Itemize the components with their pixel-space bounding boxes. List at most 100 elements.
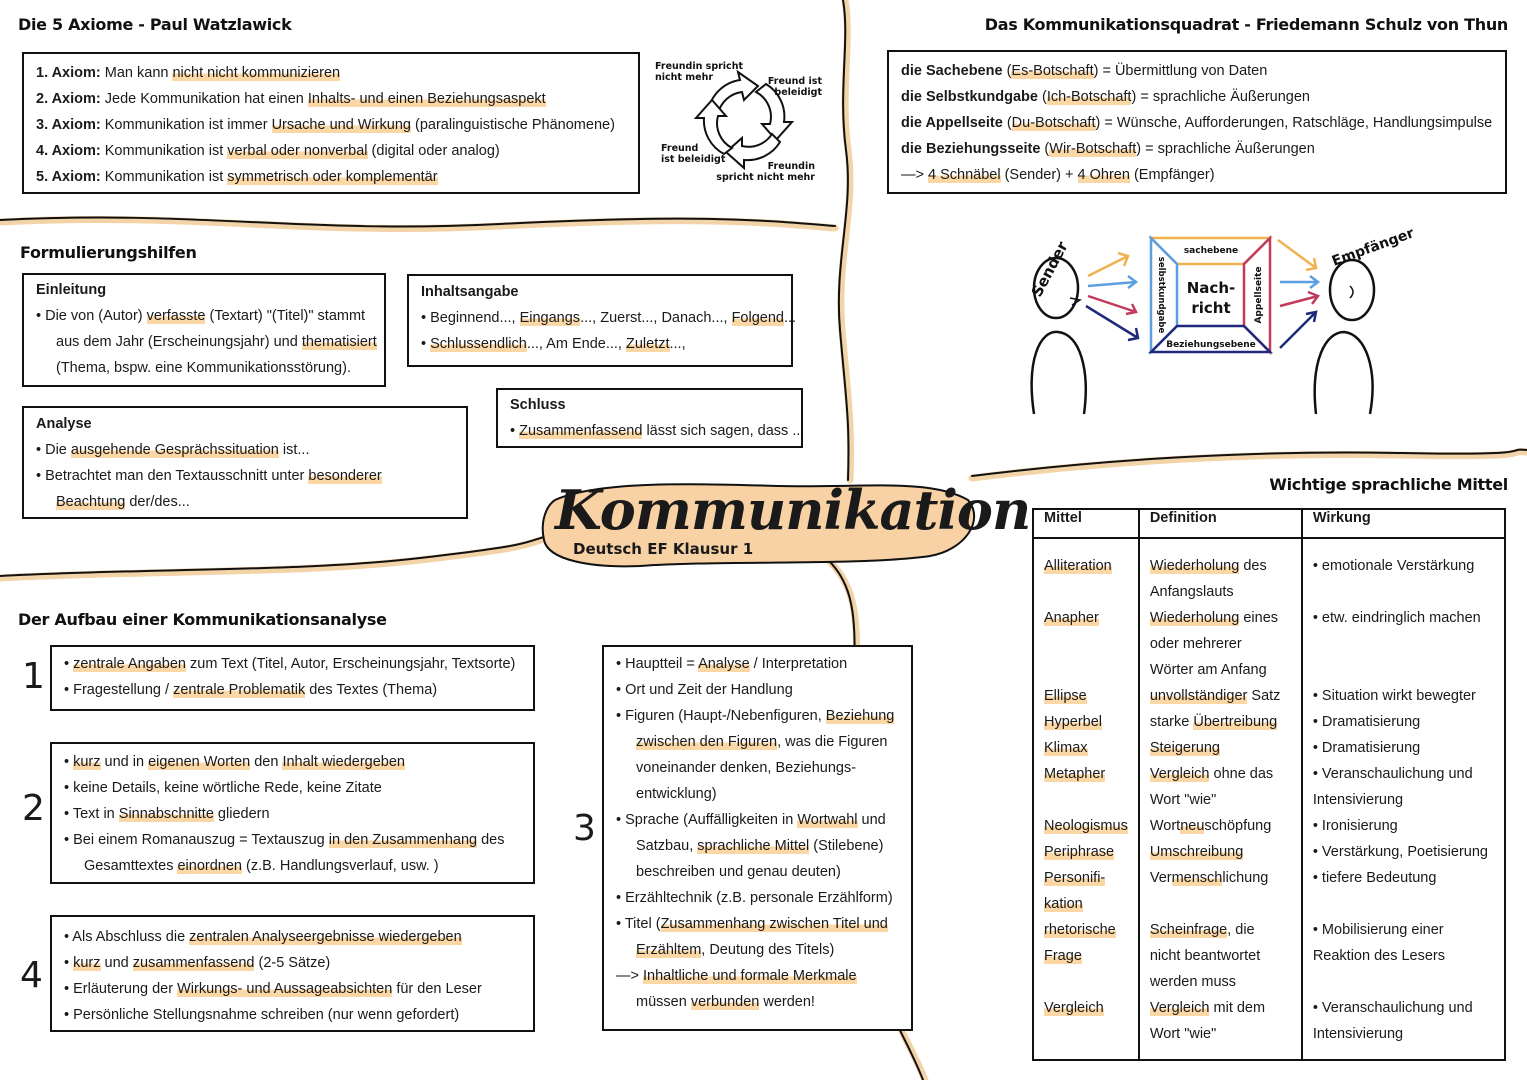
text-line: • Dramatisierung	[1313, 709, 1494, 735]
text: • Figuren (Haupt-/Nebenfiguren,	[616, 708, 826, 724]
text-line: Alliteration	[1044, 553, 1128, 579]
cell-mittel: Klimax	[1032, 735, 1140, 761]
text: Man kann	[100, 65, 173, 81]
highlighted-text: Anapher	[1044, 610, 1099, 626]
text-line: • Ironisierung	[1313, 813, 1494, 839]
highlighted-text: Wir-Botschaft	[1049, 141, 1137, 157]
text-line: Wortneuschöpfung	[1150, 813, 1291, 839]
text: • Als Abschluss die	[64, 929, 190, 945]
text-line: 1. Axiom: Man kann nicht nicht kommunizi…	[36, 60, 626, 86]
text: lichung	[1222, 870, 1269, 886]
text-line: Wort "wie"	[1150, 787, 1291, 813]
step-2-box: • kurz und in eigenen Worten den Inhalt …	[50, 742, 535, 884]
text-line: Gesamttextes einordnen (z.B. Handlungsve…	[64, 853, 521, 879]
text-line: • Text in Sinnabschnitte gliedern	[64, 801, 521, 827]
text-line: Satzbau, sprachliche Mittel (Stilebene)	[616, 833, 899, 859]
schluss-list: • Zusammenfassend lässt sich sagen, dass…	[510, 418, 804, 444]
receiver-label: Empfänger	[1330, 225, 1416, 270]
text: der/des...	[125, 494, 190, 510]
step-4-box: • Als Abschluss die zentralen Analyseerg…	[50, 915, 535, 1032]
highlighted-text: Wiederholung	[1149, 558, 1240, 574]
highlighted-text: Du-Botschaft	[1011, 115, 1096, 131]
title-blob	[541, 483, 975, 568]
text-line: oder mehrerer	[1150, 631, 1291, 657]
text: (Stilebene)	[809, 838, 884, 854]
text: • Bei einem Romanauszug = Textauszug	[64, 832, 329, 848]
step-list: • zentrale Angaben zum Text (Titel, Auto…	[64, 651, 521, 703]
text-line: Umschreibung	[1149, 839, 1291, 865]
text-line: Hyperbel	[1044, 709, 1128, 735]
highlighted-text: Neologismus	[1044, 818, 1128, 834]
text: Wort "wie"	[1149, 792, 1217, 808]
communication-square-diagram	[1030, 234, 1376, 415]
text-line: nicht beantwortet	[1150, 943, 1291, 969]
text-line: Intensivierung	[1313, 1021, 1494, 1047]
text: Wort "wie"	[1149, 1026, 1217, 1042]
cell-wirkung: • tiefere Bedeutung	[1300, 865, 1507, 917]
text: (digital oder analog)	[367, 143, 500, 159]
highlighted-text: Inhalts- und einen Beziehungsaspekt	[307, 91, 546, 107]
text: (	[1002, 63, 1012, 79]
einleitung-title: Einleitung	[36, 282, 107, 298]
text-line: • Sprache (Auffälligkeiten in Wortwahl u…	[616, 807, 899, 833]
text: und in	[100, 754, 149, 770]
cell-mittel: Anapher	[1032, 605, 1140, 683]
highlighted-text: thematisiert	[301, 334, 377, 350]
highlighted-text: Inhalt wiedergeben	[282, 754, 405, 770]
aufbau-heading: Der Aufbau einer Kommunikationsanalyse	[18, 610, 387, 629]
text: • Sprache (Auffälligkeiten in	[616, 812, 798, 828]
text: Satzbau,	[636, 838, 698, 854]
highlighted-text: besonderer	[308, 468, 382, 484]
cell-definition: Vermenschlichung	[1137, 865, 1303, 917]
highlighted-text: einordnen	[177, 858, 242, 874]
text-line: • Beginnend..., Eingangs..., Zuerst..., …	[421, 305, 796, 331]
text: (Sender) +	[1000, 167, 1078, 183]
text: Wort	[1149, 818, 1181, 834]
highlighted-text: nicht nicht kommunizieren	[172, 65, 341, 81]
main-subtitle: Deutsch EF Klausur 1	[573, 540, 754, 558]
text: ...,	[669, 336, 686, 352]
cell-definition: Steigerung	[1137, 735, 1303, 761]
axioms-list: 1. Axiom: Man kann nicht nicht kommunizi…	[36, 60, 626, 190]
text: • Die	[36, 442, 71, 458]
text-line: 3. Axiom: Kommunikation ist immer Ursach…	[36, 112, 626, 138]
text-line: die Appellseite (Du-Botschaft) = Wünsche…	[901, 110, 1493, 136]
cell-wirkung: • Dramatisierung	[1300, 709, 1507, 735]
highlighted-text: symmetrisch oder komplementär	[227, 169, 438, 185]
text-line: • Erzähltechnik (z.B. personale Erzählfo…	[616, 885, 899, 911]
cycle-arrows-icon	[693, 69, 795, 171]
cell-mittel: Periphrase	[1032, 839, 1140, 865]
text: • Titel (	[616, 916, 661, 932]
text-line: werden muss	[1150, 969, 1291, 995]
highlighted-text: zentrale Problematik	[173, 682, 306, 698]
text-line: starke Übertreibung	[1150, 709, 1291, 735]
text: beschreiben und genau deuten)	[636, 864, 841, 880]
text-line: rhetorische	[1044, 917, 1128, 943]
text: ..., Am Ende...,	[526, 336, 626, 352]
text: • Erläuterung der	[64, 981, 178, 997]
text: (Thema, bspw. eine Kommunikationsstörung…	[56, 360, 351, 376]
text-line: Beachtung der/des...	[36, 489, 454, 515]
text-line: die Selbstkundgabe (Ich-Botschaft) = spr…	[901, 84, 1493, 110]
quadrat-list: die Sachebene (Es-Botschaft) = Übermittl…	[901, 58, 1493, 188]
cycle-label: Freundin	[768, 161, 816, 172]
cell-definition: Wortneuschöpfung	[1137, 813, 1303, 839]
cycle-label: ist beleidigt	[661, 154, 726, 165]
text: • Die von (Autor)	[36, 308, 147, 324]
axioms-heading: Die 5 Axiome - Paul Watzlawick	[18, 15, 292, 34]
text-line: unvollständiger Satz	[1149, 683, 1291, 709]
text: und	[100, 955, 133, 971]
text: voneinander denken, Beziehungs-	[636, 760, 857, 776]
text-line: entwicklung)	[616, 781, 899, 807]
highlighted-text: Es-Botschaft	[1011, 63, 1094, 79]
text: (2-5 Sätze)	[254, 955, 331, 971]
highlighted-text: Alliteration	[1044, 558, 1112, 574]
text-line: • Verstärkung, Poetisierung	[1313, 839, 1494, 865]
highlighted-text: neu	[1180, 818, 1205, 834]
